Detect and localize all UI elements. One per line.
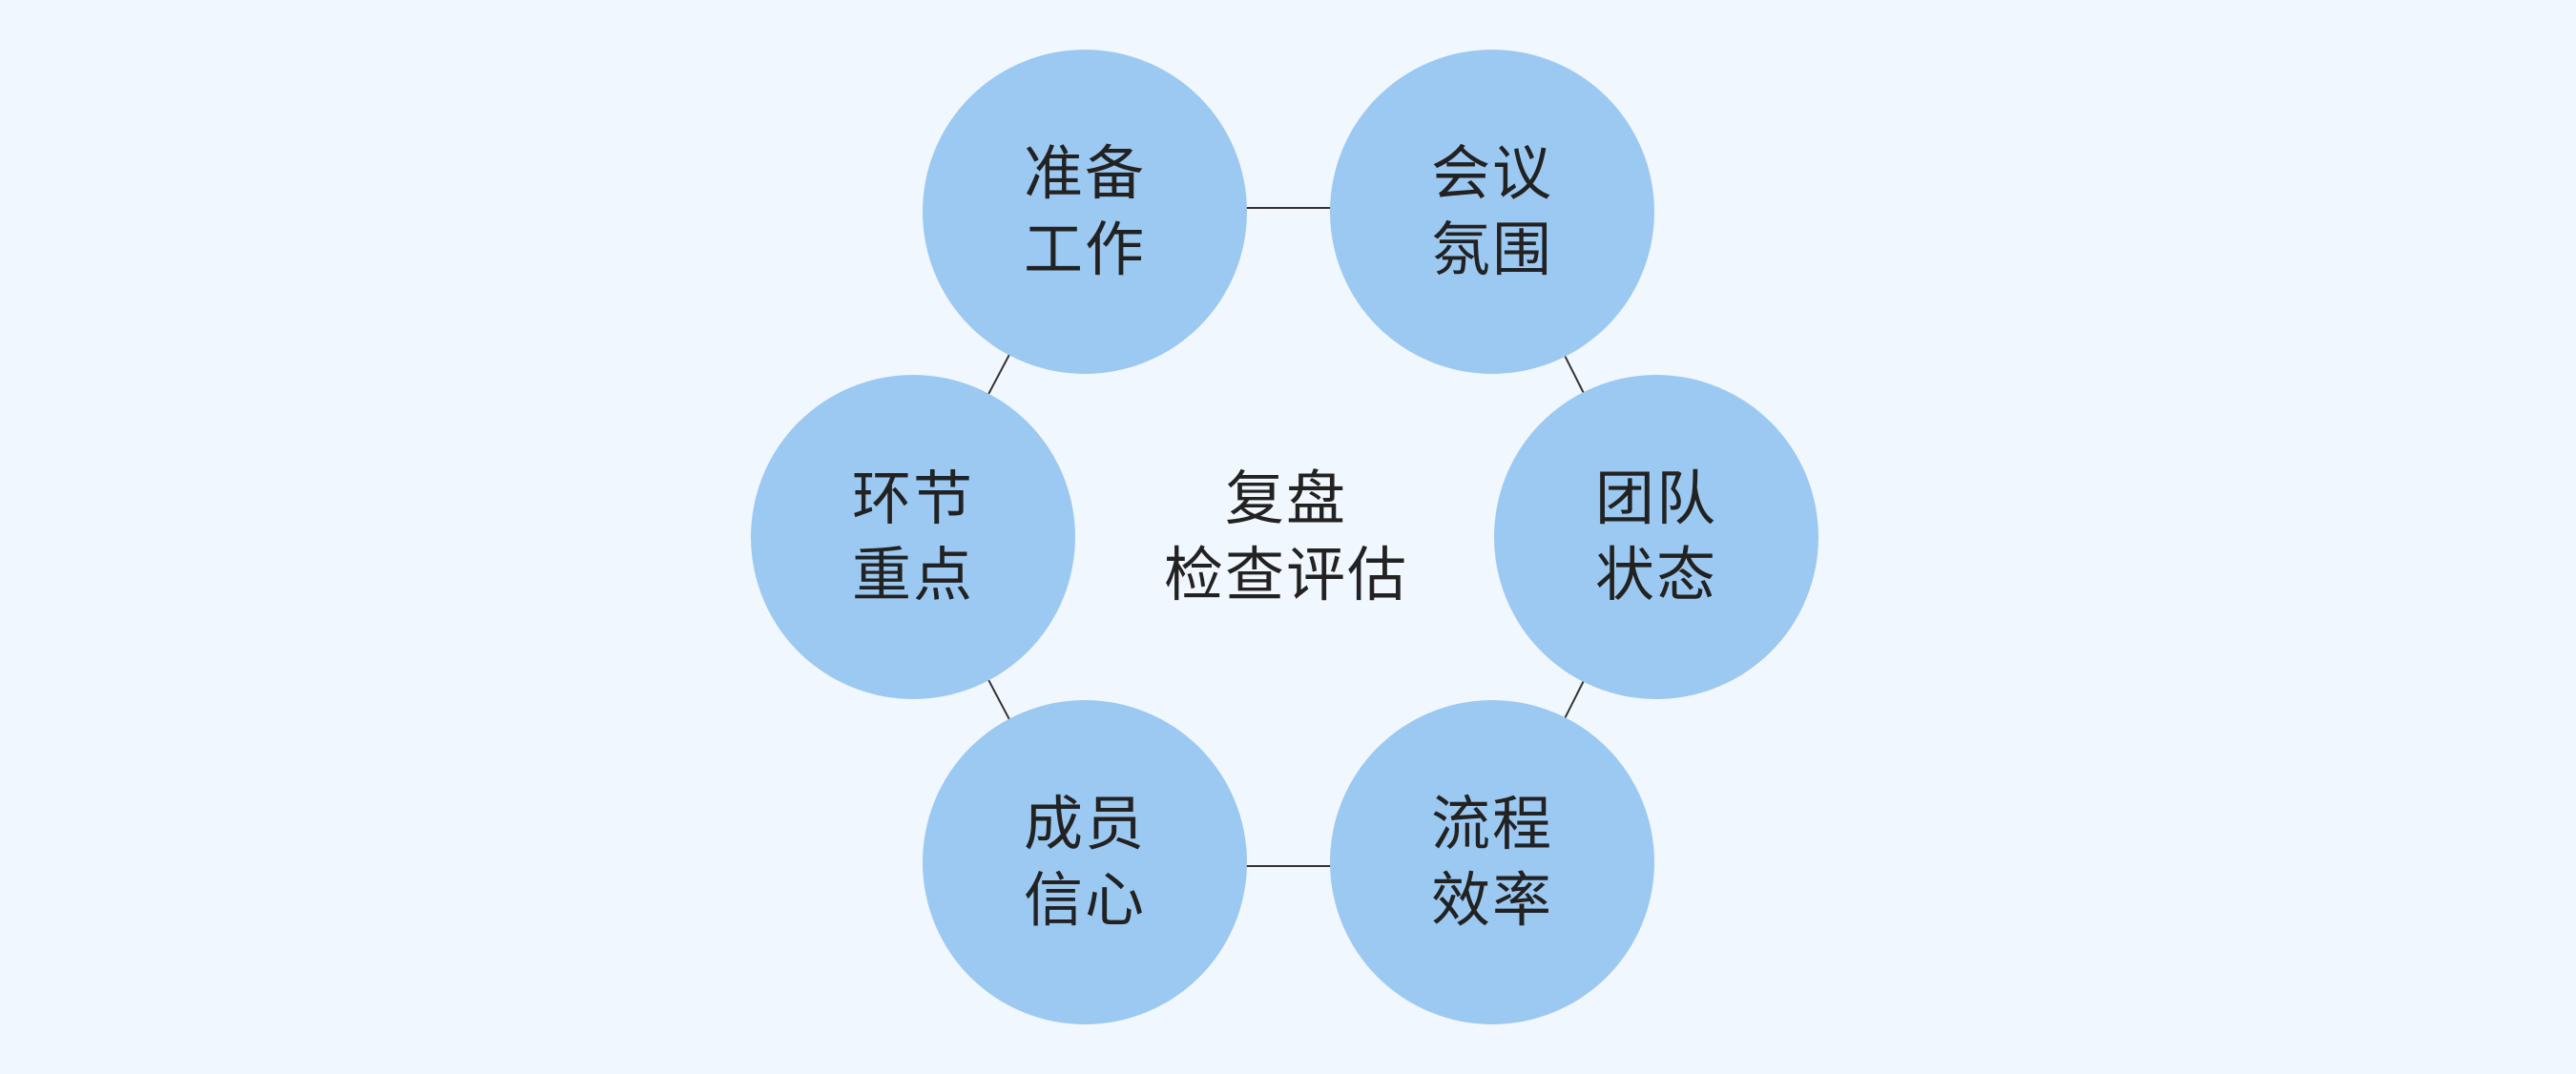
node-label: 信心 xyxy=(1023,865,1146,935)
node-label: 工作 xyxy=(1023,215,1146,284)
node-preparation: 准备 工作 xyxy=(923,50,1247,374)
node-label: 成员 xyxy=(1023,789,1146,858)
node-label: 效率 xyxy=(1430,865,1553,935)
center-title-line2: 检查评估 xyxy=(1163,540,1408,609)
node-team-status: 团队 状态 xyxy=(1494,375,1818,699)
node-process-efficiency: 流程 效率 xyxy=(1330,700,1654,1024)
node-label: 流程 xyxy=(1430,789,1553,858)
node-label: 重点 xyxy=(851,540,974,609)
node-key-points: 环节 重点 xyxy=(751,375,1075,699)
center-title: 复盘 检查评估 xyxy=(1143,456,1429,618)
node-meeting-atmosphere: 会议 氛围 xyxy=(1330,50,1654,374)
center-title-line1: 复盘 xyxy=(1224,464,1347,533)
node-label: 环节 xyxy=(851,464,974,533)
node-label: 会议 xyxy=(1430,138,1553,208)
node-label: 氛围 xyxy=(1430,215,1553,284)
node-label: 状态 xyxy=(1594,540,1717,609)
node-label: 准备 xyxy=(1023,138,1146,208)
node-member-confidence: 成员 信心 xyxy=(923,700,1247,1024)
node-label: 团队 xyxy=(1594,464,1717,533)
